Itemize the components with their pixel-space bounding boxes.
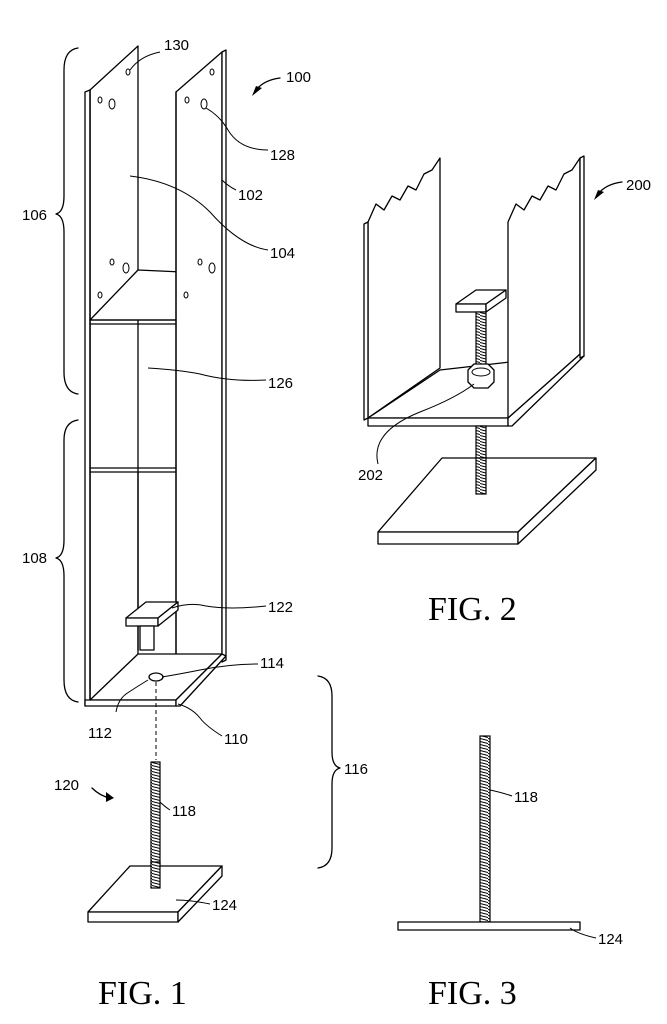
fig1-leader-lines (115, 51, 269, 905)
label-118: 118 (172, 803, 196, 820)
label-124: 124 (212, 897, 237, 914)
fig1-drawing (55, 45, 341, 923)
label-106: 106 (22, 207, 47, 224)
label-fig3-118: 118 (514, 789, 538, 806)
label-108: 108 (22, 550, 47, 567)
label-114: 114 (260, 655, 284, 672)
fig1-labels: 130 100 128 102 106 104 126 108 122 114 … (22, 37, 368, 914)
label-120: 120 (54, 777, 79, 794)
fig2-caption: FIG. 2 (428, 591, 517, 628)
label-202: 202 (358, 467, 383, 484)
brace-116 (317, 675, 341, 869)
label-130: 130 (164, 37, 189, 54)
label-100: 100 (286, 69, 311, 86)
arrow-100 (252, 77, 281, 96)
arrow-120 (91, 787, 114, 802)
label-122: 122 (268, 599, 293, 616)
fig3-caption: FIG. 3 (428, 975, 517, 1012)
label-102: 102 (238, 187, 263, 204)
brace-106 (55, 47, 79, 395)
label-116: 116 (344, 761, 368, 778)
brace-108 (55, 419, 79, 703)
fastener-holes (97, 68, 216, 299)
bottom-plate (84, 653, 227, 707)
label-fig3-124: 124 (598, 931, 623, 948)
label-112: 112 (88, 725, 112, 742)
left-side-plate (84, 45, 139, 707)
label-126: 126 (268, 375, 293, 392)
label-104: 104 (270, 245, 295, 262)
label-200: 200 (626, 177, 651, 194)
t-washer (125, 601, 179, 651)
right-side-plate (175, 49, 227, 705)
label-110: 110 (224, 731, 248, 748)
fig3-drawing (397, 735, 597, 939)
base-plate (87, 911, 179, 923)
label-128: 128 (270, 147, 295, 164)
anchor-assembly (87, 761, 223, 923)
fig1-caption: FIG. 1 (98, 975, 187, 1012)
fig2-drawing (363, 155, 623, 545)
